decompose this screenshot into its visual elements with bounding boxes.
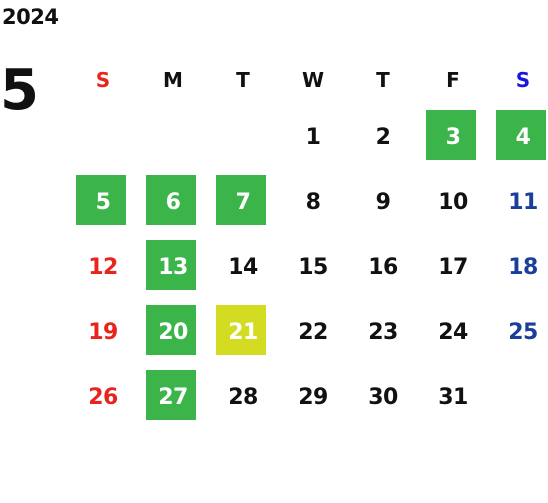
day-cell[interactable]: 23 [348, 300, 418, 365]
closed-day-highlight [76, 175, 126, 225]
day-number: 24 [438, 320, 468, 345]
day-cell[interactable]: 11 [488, 170, 548, 235]
day-cell[interactable]: 3 [418, 105, 488, 170]
day-cell[interactable]: 10 [418, 170, 488, 235]
day-cell[interactable]: 9 [348, 170, 418, 235]
day-number: 22 [298, 320, 328, 345]
day-number: 26 [88, 385, 118, 410]
day-cell[interactable]: 4 [488, 105, 548, 170]
day-cell[interactable]: 19 [68, 300, 138, 365]
day-cell[interactable]: 18 [488, 235, 548, 300]
day-cell[interactable]: 31 [418, 365, 488, 430]
empty-day-cell [138, 105, 208, 170]
day-number: 15 [298, 255, 328, 280]
closed-day-highlight [146, 175, 196, 225]
day-number: 18 [508, 255, 538, 280]
day-number: 23 [368, 320, 398, 345]
day-cell[interactable]: 1 [278, 105, 348, 170]
closed-day-highlight [426, 110, 476, 160]
weekday-header: S [95, 68, 111, 92]
weekday-header: F [446, 68, 460, 92]
day-cell[interactable]: 29 [278, 365, 348, 430]
day-number: 11 [508, 190, 538, 215]
day-cell[interactable]: 7 [208, 170, 278, 235]
weekday-header: S [515, 68, 531, 92]
day-cell[interactable]: 20 [138, 300, 208, 365]
day-number: 20 [158, 320, 188, 345]
day-number: 12 [88, 255, 118, 280]
day-number: 5 [95, 190, 111, 215]
day-number: 27 [158, 385, 188, 410]
day-number: 2 [375, 125, 391, 150]
day-number: 28 [228, 385, 258, 410]
day-cell[interactable]: 22 [278, 300, 348, 365]
day-number: 29 [298, 385, 328, 410]
day-cell[interactable]: 14 [208, 235, 278, 300]
day-cell[interactable]: 5 [68, 170, 138, 235]
day-number: 21 [228, 320, 258, 345]
empty-day-cell [488, 365, 548, 430]
day-cell[interactable]: 2 [348, 105, 418, 170]
day-number: 6 [165, 190, 181, 215]
empty-day-cell [208, 105, 278, 170]
day-number: 10 [438, 190, 468, 215]
day-cell[interactable]: 12 [68, 235, 138, 300]
day-number: 8 [305, 190, 321, 215]
day-number: 25 [508, 320, 538, 345]
day-cell[interactable]: 26 [68, 365, 138, 430]
closed-day-highlight [146, 240, 196, 290]
day-number: 30 [368, 385, 398, 410]
day-number: 17 [438, 255, 468, 280]
weekday-header: T [376, 68, 390, 92]
day-number: 19 [88, 320, 118, 345]
day-number: 4 [515, 125, 531, 150]
day-cell[interactable]: 8 [278, 170, 348, 235]
day-cell[interactable]: 27 [138, 365, 208, 430]
today-highlight [216, 305, 266, 355]
day-number: 7 [235, 190, 251, 215]
day-cell[interactable]: 17 [418, 235, 488, 300]
weekday-header: M [163, 68, 183, 92]
day-cell[interactable]: 28 [208, 365, 278, 430]
calendar-year: 2024 [2, 5, 59, 29]
day-number: 9 [375, 190, 391, 215]
day-cell[interactable]: 16 [348, 235, 418, 300]
day-number: 1 [305, 125, 321, 150]
closed-day-highlight [146, 305, 196, 355]
day-cell[interactable]: 13 [138, 235, 208, 300]
weekday-header: T [236, 68, 250, 92]
calendar-month: 5 [0, 58, 39, 123]
day-cell[interactable]: 30 [348, 365, 418, 430]
weekday-header: W [301, 68, 325, 92]
day-cell[interactable]: 6 [138, 170, 208, 235]
day-number: 3 [445, 125, 461, 150]
day-number: 14 [228, 255, 258, 280]
day-cell[interactable]: 25 [488, 300, 548, 365]
day-cell[interactable]: 24 [418, 300, 488, 365]
day-number: 16 [368, 255, 398, 280]
day-cell[interactable]: 15 [278, 235, 348, 300]
day-number: 13 [158, 255, 188, 280]
closed-day-highlight [496, 110, 546, 160]
closed-day-highlight [216, 175, 266, 225]
day-cell[interactable]: 21 [208, 300, 278, 365]
closed-day-highlight [146, 370, 196, 420]
day-number: 31 [438, 385, 468, 410]
empty-day-cell [68, 105, 138, 170]
